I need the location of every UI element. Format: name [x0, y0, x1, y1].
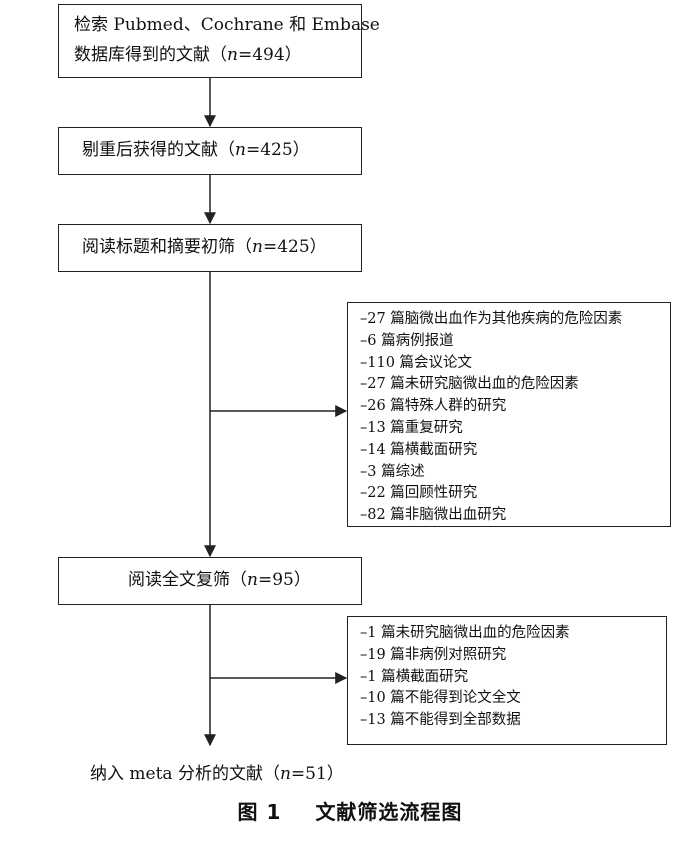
exclusion-item: –13 篇重复研究 [360, 419, 463, 436]
exclusion-item: –1 篇未研究脑微出血的危险因素 [360, 625, 570, 641]
step-dedup-label: 剔重后获得的文献（n=425） [82, 140, 310, 160]
exclusion-item: –6 篇病例报道 [360, 332, 454, 349]
figure-title: 文献筛选流程图 [315, 800, 463, 824]
exclusion-item: –13 篇不能得到全部数据 [360, 712, 521, 729]
step-included-label: 纳入 meta 分析的文献（n=51） [90, 764, 344, 784]
exclusion-item: –22 篇回顾性研究 [360, 485, 478, 502]
exclusion-item: –1 篇横截面研究 [360, 668, 469, 685]
step-box-dedup [58, 127, 362, 175]
figure-number: 图 1 [237, 800, 282, 824]
step-title-abstract-label: 阅读标题和摘要初筛（n=425） [82, 237, 327, 257]
step-box-title-abstract [58, 224, 362, 272]
exclusion-box-1: –27 篇脑微出血作为其他疾病的危险因素 –6 篇病例报道 –110 篇会议论文… [347, 302, 671, 527]
figure-caption: 图 1 文献筛选流程图 [0, 796, 700, 825]
step-box-fulltext [58, 557, 362, 605]
exclusion-item: –3 篇综述 [360, 463, 425, 480]
exclusion-item: –10 篇不能得到论文全文 [360, 690, 521, 707]
exclusion-box-2: –1 篇未研究脑微出血的危险因素 –19 篇非病例对照研究 –1 篇横截面研究 … [347, 616, 667, 745]
step-box-search [58, 4, 362, 78]
step-fulltext-label: 阅读全文复筛（n=95） [128, 570, 311, 590]
exclusion-item: –110 篇会议论文 [360, 354, 473, 371]
exclusion-item: –82 篇非脑微出血研究 [360, 507, 507, 524]
step-search-line1: 检索 Pubmed、Cochrane 和 Embase [74, 15, 380, 35]
step-search-line2: 数据库得到的文献（n=494） [74, 45, 302, 65]
exclusion-item: –26 篇特殊人群的研究 [360, 398, 507, 415]
exclusion-item: –14 篇横截面研究 [360, 441, 478, 458]
exclusion-item: –19 篇非病例对照研究 [360, 646, 507, 663]
exclusion-item: –27 篇未研究脑微出血的危险因素 [360, 376, 579, 393]
exclusion-item: –27 篇脑微出血作为其他疾病的危险因素 [360, 311, 623, 327]
